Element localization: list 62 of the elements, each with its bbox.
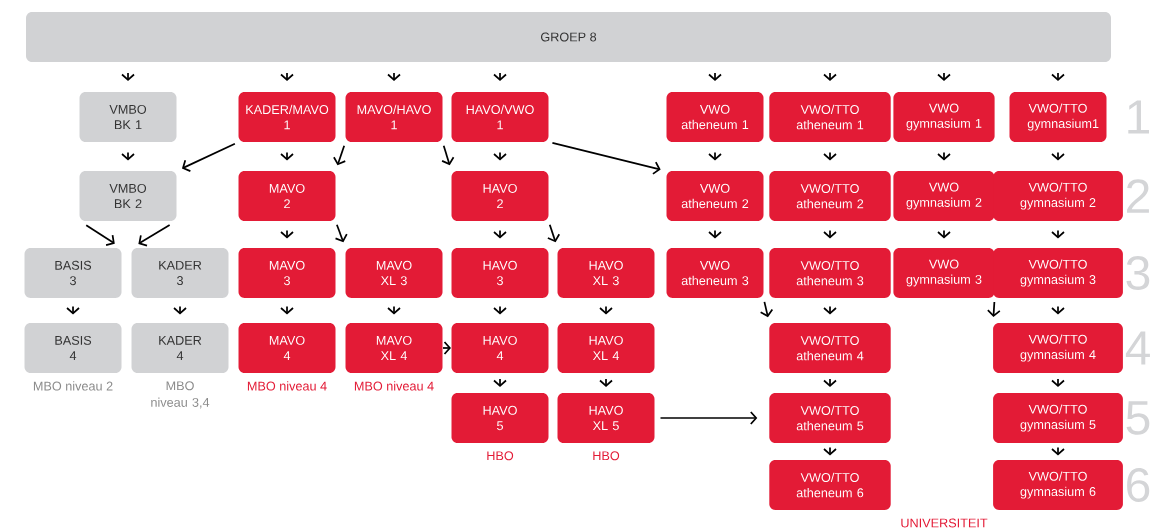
level-box: BASIS 4 (24, 323, 122, 373)
level-box: HAVO XL 4 (557, 323, 655, 373)
node-label: VWO/TTO gymnasium 2 (1020, 182, 1096, 210)
level-box: HAVO XL 3 (557, 248, 655, 298)
arrow (759, 301, 774, 318)
outcome-label: MBO niveau 4 (354, 381, 434, 391)
level-box: HAVO 5 (451, 393, 549, 443)
level-box: VWO atheneum 1 (666, 92, 764, 142)
level-box: VMBO BK 2 (79, 171, 177, 221)
level-box: VWO/TTO atheneum 4 (769, 323, 891, 373)
arrow (987, 301, 1001, 317)
header-bar: GROEP 8 (26, 12, 1111, 62)
node-label: VWO/TTO gymnasium 3 (1020, 259, 1096, 287)
outcome-label: UNIVERSITEIT (901, 518, 988, 528)
node-label: VWO gymnasium 3 (906, 259, 982, 287)
level-box: HAVO/VWO 1 (451, 92, 549, 142)
outcome-label: MBO niveau 3,4 (151, 381, 210, 409)
arrow (334, 223, 348, 243)
level-box: KADER/MAVO 1 (238, 92, 336, 142)
outcome-label: MBO niveau 4 (247, 381, 327, 391)
level-box: MAVO 3 (238, 248, 336, 298)
arrow (659, 411, 758, 425)
level-box: VWO gymnasium 1 (893, 92, 995, 142)
level-box: VWO/TTO atheneum 6 (769, 460, 891, 510)
arrow (181, 142, 236, 172)
level-box: BASIS 3 (24, 248, 122, 298)
level-box: VWO/TTO atheneum 3 (769, 248, 891, 298)
level-box: MAVO XL 3 (345, 248, 443, 298)
level-box: VWO atheneum 2 (666, 171, 764, 221)
outcome-label: HBO (487, 451, 514, 461)
outcome-label: MBO niveau 2 (33, 381, 113, 391)
level-box: MAVO 4 (238, 323, 336, 373)
arrow (85, 224, 115, 247)
level-box: HAVO 2 (451, 171, 549, 221)
arrow (138, 224, 171, 247)
level-box: HAVO 4 (451, 323, 549, 373)
level-box: VWO/TTO gymnasium 2 (993, 171, 1123, 221)
node-label: VWO gymnasium 2 (906, 182, 982, 210)
level-box: VWO/TTO gymnasium 3 (993, 248, 1123, 298)
arrow (547, 223, 561, 243)
arrow (333, 144, 347, 166)
level-box: VWO/TTO gymnasium1 (1009, 92, 1107, 142)
level-box: VWO gymnasium 2 (893, 171, 995, 221)
level-box: MAVO XL 4 (345, 323, 443, 373)
level-box: VMBO BK 1 (79, 92, 177, 142)
level-box: VWO/TTO atheneum 5 (769, 393, 891, 443)
level-box: MAVO 2 (238, 171, 336, 221)
arrow (441, 144, 455, 166)
level-box: HAVO 3 (451, 248, 549, 298)
level-box: KADER 4 (131, 323, 229, 373)
level-box: HAVO XL 5 (557, 393, 655, 443)
level-box: KADER 3 (131, 248, 229, 298)
arrow (551, 142, 661, 175)
level-box: VWO/TTO gymnasium 4 (993, 323, 1123, 373)
level-box: MAVO/HAVO 1 (345, 92, 443, 142)
level-box: VWO gymnasium 3 (893, 248, 995, 298)
level-box: VWO/TTO atheneum 1 (769, 92, 891, 142)
level-box: VWO atheneum 3 (666, 248, 764, 298)
level-box: VWO/TTO gymnasium 6 (993, 460, 1123, 510)
outcome-label: HBO (593, 451, 620, 461)
level-box: VWO/TTO gymnasium 5 (993, 393, 1123, 443)
level-box: VWO/TTO atheneum 2 (769, 171, 891, 221)
